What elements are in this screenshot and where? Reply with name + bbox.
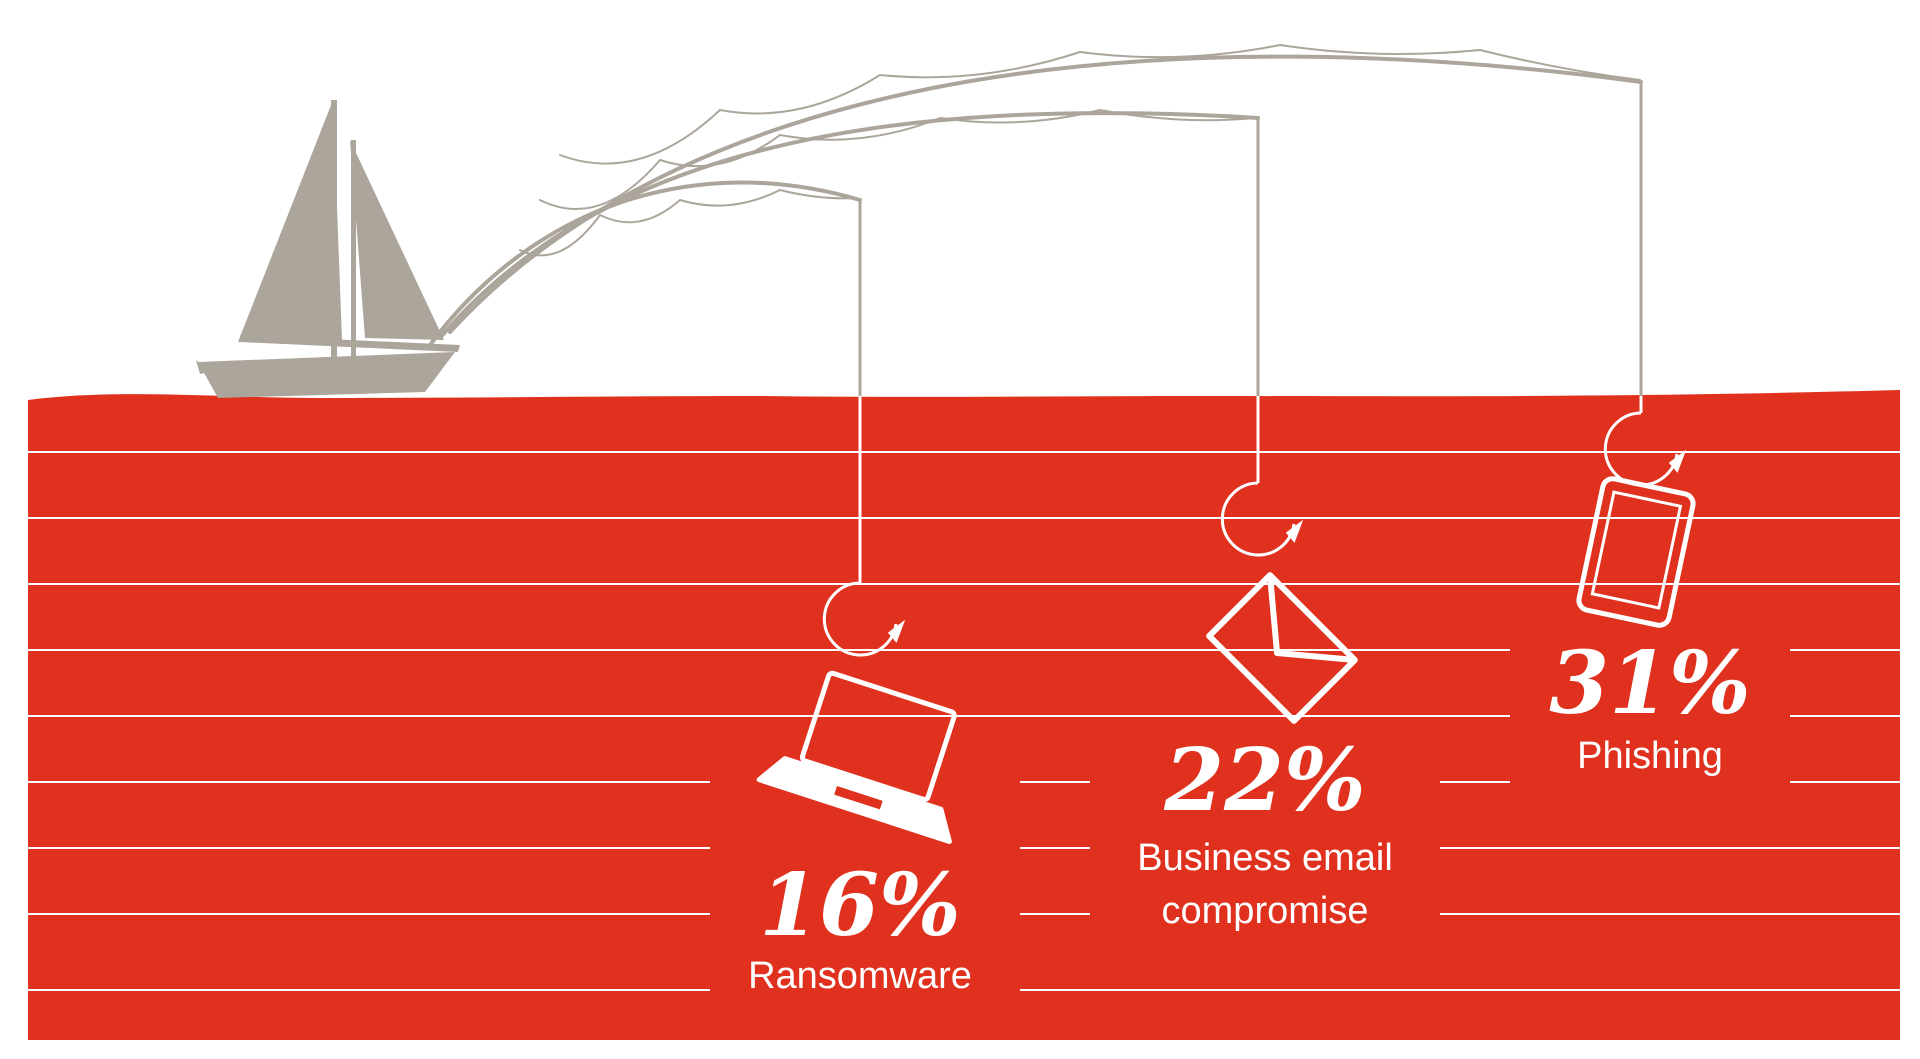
- stat-bec-label-line1: Business email: [1137, 837, 1393, 879]
- fishing-rods: [428, 43, 1643, 398]
- stat-bec-percent: 22%: [1163, 730, 1365, 831]
- laptop-icon: [756, 670, 957, 844]
- stat-phishing-label: Phishing: [1577, 735, 1723, 777]
- stat-bec-label-line2: compromise: [1162, 890, 1369, 932]
- sailboat-icon: [196, 100, 460, 398]
- sea-stripes: [28, 451, 1900, 991]
- stat-ransomware-label: Ransomware: [748, 955, 972, 997]
- tablet-icon: [1576, 476, 1696, 628]
- hooks: [822, 396, 1687, 657]
- envelope-icon: [1206, 572, 1358, 724]
- stat-ransomware-percent: 16%: [759, 855, 960, 956]
- stat-phishing-percent: 31%: [1549, 633, 1750, 734]
